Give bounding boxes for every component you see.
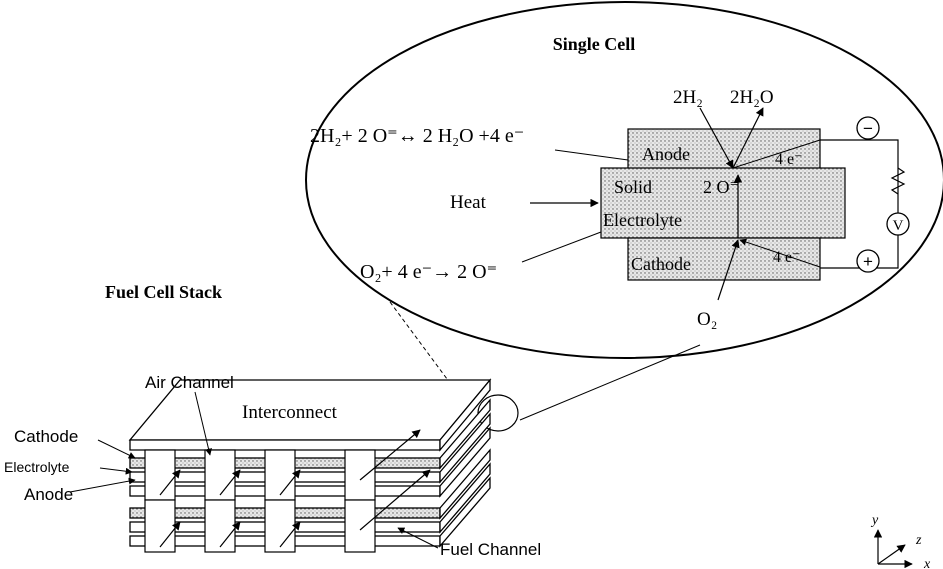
solid-label: Solid xyxy=(614,177,652,197)
air-channel-1 xyxy=(144,449,176,501)
resistor-icon xyxy=(890,167,906,195)
y-axis-label: y xyxy=(870,513,879,528)
x-axis-label: x xyxy=(923,557,931,569)
air-channel-4 xyxy=(344,449,376,501)
flow-arrow xyxy=(219,521,241,548)
electrons-top-label: 4 e⁻ xyxy=(775,151,803,168)
heat-label: Heat xyxy=(450,192,487,213)
air-channel-5 xyxy=(144,499,176,553)
h2o-arrow xyxy=(732,107,764,169)
interconnect-front-face xyxy=(129,439,441,451)
cathode-label: Cathode xyxy=(631,254,691,274)
flow-arrow xyxy=(359,429,421,481)
air-channel-pointer xyxy=(194,391,212,456)
o2-arrow xyxy=(717,239,740,301)
z-axis xyxy=(877,544,906,565)
z-axis-label: z xyxy=(915,533,922,548)
stack-side-5 xyxy=(439,462,491,534)
air-channel-7 xyxy=(264,499,296,553)
h2o-output-label: 2H₂O xyxy=(730,87,774,108)
air-channels xyxy=(144,449,376,553)
negative-terminal-label: − xyxy=(863,119,873,138)
flow-arrow xyxy=(279,469,301,496)
stack-side-3 xyxy=(439,426,491,498)
air-channel-3 xyxy=(264,449,296,501)
voltmeter-icon xyxy=(886,212,910,236)
cathode-layer xyxy=(627,237,821,281)
electron-flow-top xyxy=(732,139,821,169)
electrolyte-label: Electrolyte xyxy=(603,210,682,230)
electrons-bottom-label: 4 e⁻ xyxy=(773,249,801,266)
h2-input-label: 2H₂ xyxy=(673,87,703,108)
flow-arrow xyxy=(159,521,181,548)
coordinate-axes xyxy=(873,529,913,569)
anode-label: Anode xyxy=(642,144,690,164)
stack-cathode-pointer xyxy=(97,439,136,459)
negative-terminal-icon xyxy=(856,116,880,140)
stack-anode-pointer xyxy=(69,477,136,493)
h2-arrow xyxy=(699,107,734,169)
electrolyte-layer xyxy=(600,167,846,239)
cathode-reaction-label: O₂+ 4 e⁻→ 2 O⁼ xyxy=(360,261,497,283)
flow-arrow xyxy=(359,469,431,531)
interconnect-side-face xyxy=(439,378,491,452)
air-channel-label: Air Channel xyxy=(145,373,234,392)
stack-side-6 xyxy=(439,476,491,548)
stack-side-2 xyxy=(439,412,491,484)
anode-reaction-label: 2H₂+ 2 O⁼↔ 2 H₂O +4 e⁻ xyxy=(310,125,524,147)
electron-flow-bottom xyxy=(739,238,821,268)
zoom-line-lower xyxy=(519,344,701,421)
anode-layer xyxy=(627,128,821,170)
stack-cathode-label: Cathode xyxy=(14,427,78,446)
stack-side-1 xyxy=(439,398,491,470)
flow-arrow xyxy=(279,521,301,548)
interconnect-label: Interconnect xyxy=(242,402,338,423)
o2-input-label: O₂ xyxy=(697,309,717,330)
air-channel-8 xyxy=(344,499,376,553)
stack-electrolyte-label: Electrolyte xyxy=(4,459,70,475)
fuel-channel-label: Fuel Channel xyxy=(440,540,541,559)
flow-arrow xyxy=(159,469,181,496)
flow-arrows xyxy=(159,429,431,548)
positive-terminal-icon xyxy=(856,249,880,273)
stack-anode-label: Anode xyxy=(24,485,73,504)
oxide-ions-label: 2 O⁼ xyxy=(703,177,739,197)
positive-terminal-label: + xyxy=(863,252,873,271)
voltmeter-label: V xyxy=(893,218,904,234)
air-channel-6 xyxy=(204,499,236,553)
stack-electrolyte-pointer xyxy=(99,467,133,475)
air-channel-2 xyxy=(204,449,236,501)
fuel-cell-stack-title: Fuel Cell Stack xyxy=(105,282,222,302)
single-cell-title: Single Cell xyxy=(553,34,636,54)
flow-arrow xyxy=(219,469,241,496)
anode-reaction-pointer xyxy=(554,149,629,161)
stack-side-4 xyxy=(439,448,491,520)
fuel-channel-pointer xyxy=(397,527,439,549)
cathode-reaction-pointer xyxy=(521,231,602,263)
